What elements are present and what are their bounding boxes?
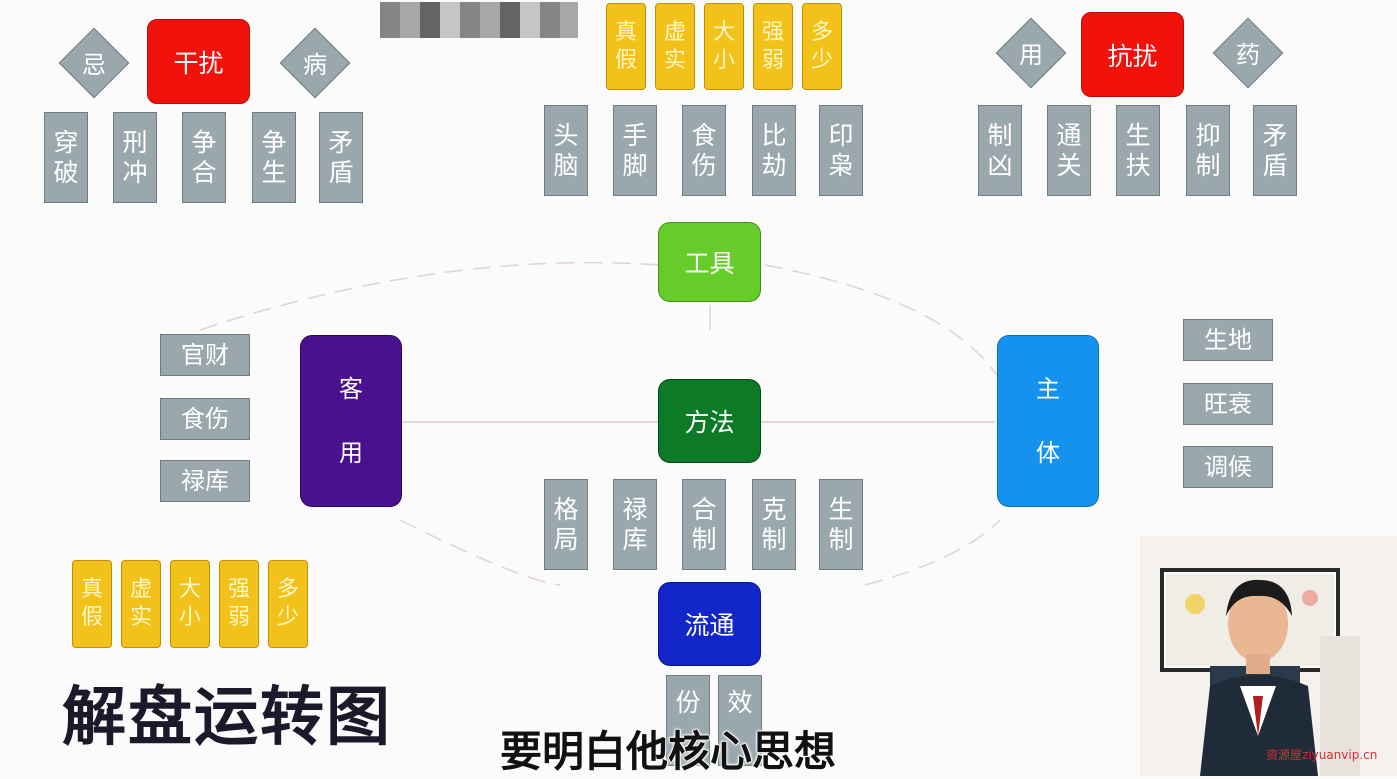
hub-anti-interference-label: 抗扰	[1107, 41, 1158, 71]
lower-arc-right	[864, 519, 1001, 586]
top-item-3: 比劫	[752, 105, 796, 196]
method-item-0: 格局	[544, 479, 588, 570]
right-item-0: 制凶	[978, 105, 1022, 196]
hub-host-label: 主体	[1036, 375, 1060, 467]
diamond-label-ji: 忌	[82, 50, 106, 79]
hub-method-label: 方法	[684, 408, 735, 437]
bottom-yellow-4: 多少	[268, 560, 308, 648]
diamond-label-yao: 药	[1236, 40, 1260, 69]
method-item-1: 禄库	[613, 479, 657, 570]
right-item-3: 抑制	[1186, 105, 1230, 196]
bottom-yellow-0: 真假	[72, 560, 112, 648]
hub-tool-label: 工具	[684, 249, 735, 278]
diamond-label-bing: 病	[303, 50, 327, 79]
top-yellow-4: 多少	[802, 3, 842, 90]
left-item-2: 争合	[182, 112, 226, 203]
flow-item-0: 份	[666, 675, 710, 766]
top-yellow-2: 大小	[704, 3, 744, 90]
hub-interference-label: 干扰	[173, 48, 224, 78]
hub-guest-label: 客用	[339, 375, 363, 467]
left-item-3: 争生	[252, 112, 296, 203]
top-item-0: 头脑	[544, 105, 588, 196]
method-item-2: 合制	[682, 479, 726, 570]
left-item-4: 矛盾	[319, 112, 363, 203]
host-item-1: 旺衰	[1183, 383, 1273, 425]
host-item-0: 生地	[1183, 319, 1273, 361]
bottom-yellow-2: 大小	[170, 560, 210, 648]
method-item-4: 生制	[819, 479, 863, 570]
page-title: 解盘运转图	[62, 681, 392, 755]
right-item-2: 生扶	[1116, 105, 1160, 196]
blurred-header-strip	[380, 2, 578, 38]
hub-method: 方法	[658, 379, 761, 463]
video-subtitle: 要明白他核心思想	[499, 726, 837, 777]
guest-item-1: 食伤	[160, 398, 250, 440]
upper-arc-right	[764, 264, 1001, 381]
hub-guest: 客用	[300, 335, 402, 507]
flow-item-1: 效	[718, 675, 762, 766]
left-item-1: 刑冲	[113, 112, 157, 203]
guest-item-2: 禄库	[160, 460, 250, 502]
bottom-yellow-3: 强弱	[219, 560, 259, 648]
hub-anti-interference: 抗扰	[1081, 12, 1184, 97]
right-item-4: 矛盾	[1253, 105, 1297, 196]
top-item-2: 食伤	[682, 105, 726, 196]
top-item-4: 印枭	[819, 105, 863, 196]
top-item-1: 手脚	[613, 105, 657, 196]
hub-flow-label: 流通	[684, 611, 735, 640]
watermark-text: 资源屋ziyuanvip.cn	[1266, 748, 1378, 762]
upper-arc	[199, 261, 661, 331]
hub-host: 主体	[997, 335, 1099, 507]
host-item-2: 调候	[1183, 446, 1273, 488]
top-yellow-1: 虚实	[655, 3, 695, 90]
presenter-video	[1140, 536, 1397, 776]
lower-arc	[399, 519, 561, 586]
hub-interference: 干扰	[147, 19, 250, 104]
hub-tool: 工具	[658, 222, 761, 302]
guest-item-0: 官财	[160, 334, 250, 376]
left-item-0: 穿破	[44, 112, 88, 203]
hub-flow: 流通	[658, 582, 761, 666]
bottom-yellow-1: 虚实	[121, 560, 161, 648]
diamond-label-yong: 用	[1019, 40, 1043, 69]
right-item-1: 通关	[1047, 105, 1091, 196]
method-item-3: 克制	[752, 479, 796, 570]
top-yellow-3: 强弱	[753, 3, 793, 90]
top-yellow-0: 真假	[606, 3, 646, 90]
